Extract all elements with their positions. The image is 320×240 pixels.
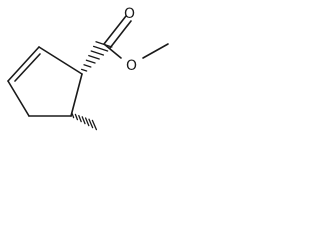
hashed-wedge-bond-methyl <box>70 112 98 131</box>
bond-carbonyl-b <box>109 20 132 49</box>
atom-carbonyl-oxygen: O <box>124 6 135 22</box>
bond-c2-c3-double-inner <box>14 53 41 82</box>
bond-o-methyl <box>142 43 169 59</box>
hashed-wedge-bond-carboxyl <box>80 41 113 75</box>
bond-c3-c4 <box>7 80 30 117</box>
bond-c5-c1 <box>70 73 83 117</box>
atom-ester-oxygen: O <box>126 58 137 74</box>
structural-formula: O O <box>7 6 169 131</box>
bond-c1-c2-ring <box>38 46 83 75</box>
bond-c-o-ester <box>103 43 122 59</box>
bond-carbonyl-a <box>103 15 127 45</box>
bond-c1-c2 <box>7 46 40 82</box>
